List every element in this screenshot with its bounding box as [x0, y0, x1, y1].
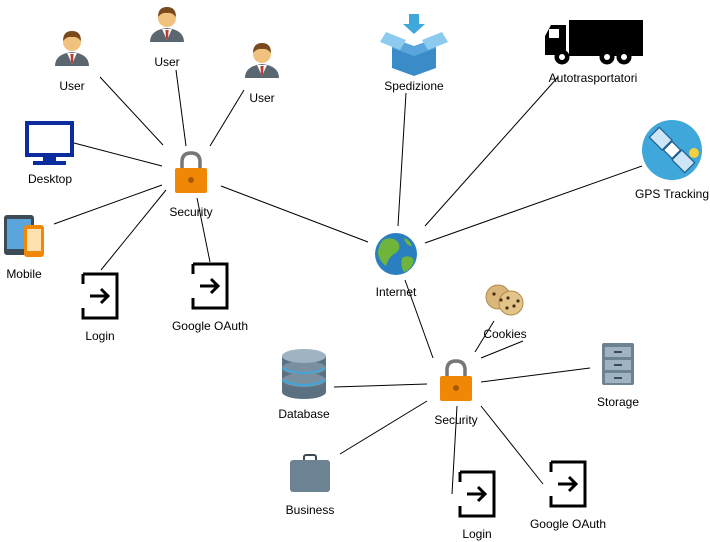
mobile-label: Mobile: [6, 267, 42, 281]
lock-icon: [173, 151, 209, 195]
autotrasportatori-node: Autotrasportatori: [545, 20, 643, 85]
edge-business-security: [339, 400, 428, 455]
sign-in-icon: [549, 460, 587, 508]
desktop-node: Desktop: [25, 121, 74, 186]
globe-icon: [375, 233, 417, 275]
user-icon: [150, 7, 184, 42]
edge-login-security-bottom: [451, 405, 458, 495]
database-node: Database: [278, 349, 330, 421]
edge-cookies-security-a: [474, 320, 495, 353]
monitor-icon: [25, 121, 74, 165]
mobile-node: Mobile: [4, 215, 44, 281]
edge-cookies-security-b: [480, 340, 524, 359]
storage-node: Storage: [597, 343, 639, 409]
sign-in-icon: [458, 470, 496, 518]
lock-icon: [438, 359, 474, 403]
login-label: Login: [85, 329, 114, 343]
package-icon: [380, 14, 448, 76]
sign-in-icon: [81, 272, 119, 320]
security-node-bottom: Security: [434, 359, 478, 427]
autotrasportatori-label: Autotrasportatori: [549, 71, 638, 85]
edge-oauth-security: [196, 197, 211, 263]
cookies-label: Cookies: [483, 327, 526, 341]
edge-truck-internet: [424, 76, 559, 227]
database-icon: [281, 349, 327, 399]
gps-tracking-label: GPS Tracking: [635, 187, 709, 201]
login-label: Login: [462, 527, 491, 541]
google-oauth-node-top: Google OAuth: [172, 262, 248, 333]
cookies-icon: [485, 284, 524, 316]
edge-storage-security: [480, 367, 591, 383]
user-node-3: User: [245, 43, 279, 105]
security-label: Security: [434, 413, 477, 427]
edge-internet-security: [404, 279, 434, 359]
user-node-1: User: [55, 31, 89, 93]
login-node-bottom: Login: [458, 470, 496, 541]
database-label: Database: [278, 407, 330, 421]
edge-login-security: [100, 189, 167, 271]
security-label: Security: [169, 205, 212, 219]
security-node-top: Security: [169, 151, 213, 219]
google-oauth-label: Google OAuth: [172, 319, 248, 333]
edge-user3-security: [209, 89, 245, 147]
edge-user1-security: [99, 76, 164, 146]
internet-node: Internet: [375, 233, 417, 299]
edge-gps-internet: [424, 165, 643, 244]
edge-desktop-security: [73, 142, 163, 167]
edge-security-internet: [220, 185, 369, 243]
storage-label: Storage: [597, 395, 639, 409]
user-label: User: [154, 55, 179, 69]
truck-icon: [545, 20, 643, 65]
login-node-top: Login: [81, 272, 119, 343]
briefcase-icon: [290, 454, 330, 492]
user-node-2: User: [150, 7, 184, 69]
satellite-icon: [642, 120, 702, 180]
spedizione-node: Spedizione: [380, 14, 448, 93]
google-oauth-label: Google OAuth: [530, 517, 606, 531]
edge-mobile-security: [53, 184, 163, 225]
edge-spedizione-internet: [397, 92, 407, 227]
business-node: Business: [286, 454, 335, 517]
internet-label: Internet: [376, 285, 417, 299]
edge-database-security: [333, 383, 428, 388]
gps-tracking-node: GPS Tracking: [635, 120, 709, 201]
cookies-node: Cookies: [483, 284, 527, 341]
business-label: Business: [286, 503, 335, 517]
connections: [53, 69, 643, 495]
google-oauth-node-bottom: Google OAuth: [530, 460, 606, 531]
spedizione-label: Spedizione: [384, 79, 444, 93]
mobile-devices-icon: [4, 215, 44, 257]
edge-oauth-security-bottom: [480, 405, 544, 485]
edge-user2-security: [175, 69, 187, 147]
filing-cabinet-icon: [602, 343, 634, 385]
desktop-label: Desktop: [28, 172, 72, 186]
user-label: User: [249, 91, 274, 105]
sign-in-icon: [191, 262, 229, 310]
user-label: User: [59, 79, 84, 93]
user-icon: [55, 31, 89, 66]
user-icon: [245, 43, 279, 78]
